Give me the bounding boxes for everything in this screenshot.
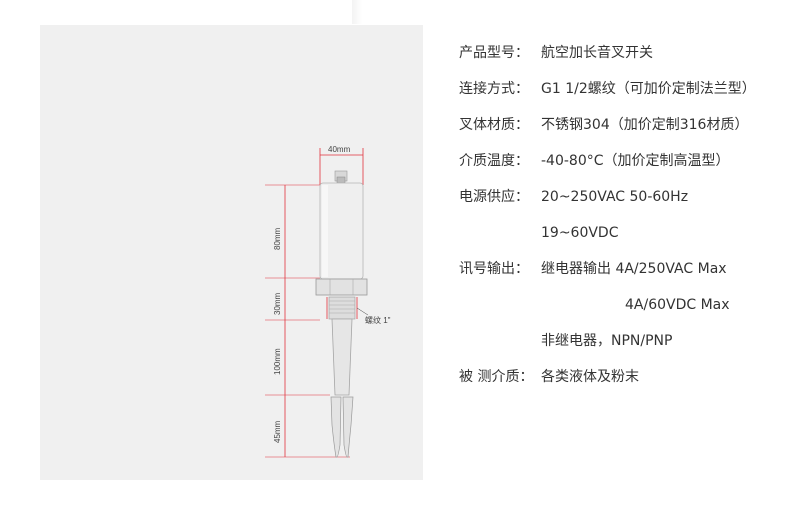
spec-power: 电源供应：20~250VAC 50-60Hz <box>459 189 689 205</box>
extension-pipe <box>331 318 353 396</box>
height-30-label: 30mm <box>273 292 282 315</box>
height-dimensions: 80mm 30mm 100mm 45mm <box>265 184 350 458</box>
spec-power-dc: 19~60VDC <box>541 225 619 241</box>
spec-output-npn: 非继电器，NPN/PNP <box>541 333 673 349</box>
spec-temperature: 介质温度：-40-80°C（加价定制高温型） <box>459 153 730 169</box>
top-shadow <box>352 0 362 24</box>
spec-output: 讯号输出：继电器输出 4A/250VAC Max <box>459 261 727 277</box>
height-80-label: 80mm <box>273 227 282 250</box>
product-drawing-panel: 40mm 80mm 30mm 100mm 45mm <box>40 25 423 480</box>
spec-medium: 被 测介质：各类液体及粉末 <box>459 369 639 385</box>
spec-material: 叉体材质：不锈钢304（加价定制316材质） <box>459 117 749 133</box>
height-45-label: 45mm <box>273 420 282 443</box>
thread-label: 螺纹 1" <box>365 315 391 325</box>
spec-output-dc: 4A/60VDC Max <box>625 297 730 313</box>
width-label: 40mm <box>328 145 351 154</box>
thread-section: 螺纹 1" <box>326 296 391 325</box>
hex-nut <box>315 278 368 296</box>
fork-tines <box>330 396 354 458</box>
spec-connection: 连接方式：G1 1/2螺纹（可加价定制法兰型） <box>459 81 756 97</box>
width-dimension: 40mm <box>319 145 364 185</box>
aviation-connector <box>334 170 348 184</box>
spec-model: 产品型号：航空加长音叉开关 <box>459 45 653 61</box>
height-100-label: 100mm <box>273 348 282 375</box>
tuning-fork-switch-drawing: 40mm 80mm 30mm 100mm 45mm <box>265 145 391 458</box>
